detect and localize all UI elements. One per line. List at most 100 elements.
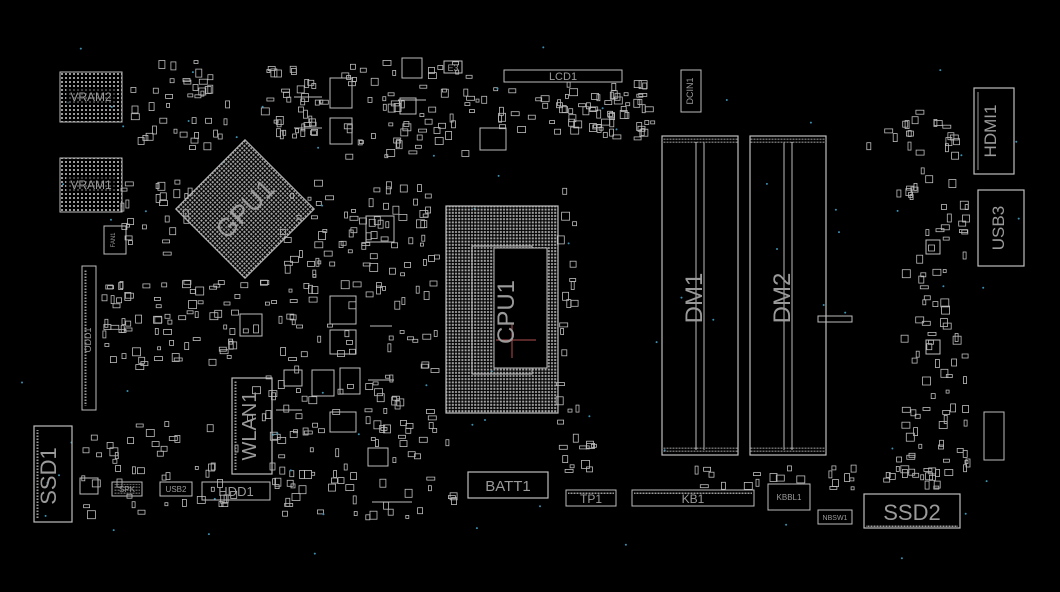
vram2-chip[interactable]: VRAM2 bbox=[59, 71, 123, 123]
smd-pad bbox=[370, 437, 376, 441]
ssd1-connector[interactable]: SSD1 bbox=[33, 425, 73, 523]
smd-pad bbox=[167, 319, 173, 325]
smd-pad bbox=[932, 301, 939, 308]
smd-pad bbox=[198, 78, 208, 85]
smd-pad bbox=[428, 67, 435, 74]
smd-pad bbox=[885, 471, 891, 478]
smd-pad bbox=[195, 286, 205, 296]
smd-pad bbox=[923, 467, 933, 472]
smd-pad bbox=[380, 236, 389, 242]
smd-pad bbox=[136, 467, 145, 475]
smd-pad bbox=[373, 216, 381, 226]
smd-pad bbox=[265, 410, 272, 420]
smd-pad bbox=[352, 495, 357, 505]
smd-pad bbox=[370, 77, 379, 86]
smd-pad bbox=[905, 188, 913, 197]
smd-pad bbox=[359, 217, 367, 225]
wlan1-connector[interactable]: WLAN1 bbox=[231, 377, 273, 475]
smd-pad bbox=[392, 205, 400, 215]
vram2-label: VRAM2 bbox=[70, 90, 112, 104]
smd-pad bbox=[247, 414, 254, 421]
smd-pad bbox=[168, 436, 178, 441]
smd-pad bbox=[935, 228, 945, 233]
smd-pad bbox=[452, 61, 460, 66]
smd-pad bbox=[229, 328, 236, 336]
usb2-connector[interactable]: USB2 bbox=[159, 481, 193, 497]
lcd1-connector[interactable]: LCD1 bbox=[503, 69, 623, 83]
smd-pad bbox=[418, 436, 428, 443]
smd-pad bbox=[329, 261, 336, 267]
e3-part[interactable]: E3 bbox=[443, 60, 463, 74]
tp1-connector[interactable]: TP1 bbox=[565, 489, 617, 507]
gpu1-chip[interactable]: GPU1 bbox=[174, 138, 316, 280]
smd-pad bbox=[915, 109, 925, 115]
smd-pad bbox=[285, 497, 291, 507]
smd-pad bbox=[394, 400, 401, 410]
cpu1-chip[interactable]: CPU1 bbox=[445, 205, 559, 414]
smd-pad bbox=[391, 242, 399, 249]
smd-pad bbox=[933, 480, 941, 489]
smd-pad bbox=[510, 111, 520, 117]
batt1-label: BATT1 bbox=[485, 478, 531, 495]
smd-pad bbox=[240, 282, 249, 289]
smd-pad bbox=[194, 311, 199, 319]
smd-pad bbox=[387, 343, 392, 353]
via bbox=[112, 529, 115, 532]
fan1-connector[interactable]: FAN1 bbox=[103, 225, 127, 255]
smd-pad bbox=[266, 97, 275, 102]
batt1-connector[interactable]: BATT1 bbox=[467, 471, 549, 499]
smd-pad bbox=[403, 121, 410, 127]
smd-pad bbox=[220, 494, 228, 504]
smd-pad bbox=[633, 80, 642, 88]
smd-pad bbox=[602, 132, 608, 138]
smd-pad bbox=[924, 480, 930, 490]
smd-pad bbox=[620, 106, 627, 112]
smd-pad bbox=[475, 98, 480, 103]
smd-pad bbox=[611, 83, 617, 91]
hdd1-connector[interactable]: HDD1 bbox=[201, 481, 271, 501]
smd-pad bbox=[906, 130, 914, 137]
smd-pad bbox=[383, 407, 388, 414]
tp1-label: TP1 bbox=[580, 492, 602, 506]
smd-pad bbox=[301, 93, 309, 102]
smd-pad bbox=[288, 357, 298, 362]
smd-pad bbox=[124, 181, 134, 187]
smd-pad bbox=[308, 396, 318, 405]
smd-pad bbox=[82, 447, 90, 454]
smd-pad bbox=[920, 272, 927, 278]
smd-pad bbox=[385, 181, 392, 190]
via bbox=[122, 125, 125, 128]
smd-pad bbox=[400, 128, 409, 137]
smd-pad bbox=[420, 220, 428, 229]
via bbox=[44, 514, 47, 517]
smd-pad bbox=[369, 253, 378, 260]
smd-pad bbox=[282, 510, 288, 517]
smd-pad bbox=[383, 424, 391, 434]
smd-pad bbox=[319, 99, 324, 104]
usb3-connector[interactable]: USB3 bbox=[977, 189, 1025, 267]
smd-pad bbox=[390, 100, 400, 107]
smd-pad bbox=[561, 349, 568, 357]
dcin1-connector[interactable]: DCIN1 bbox=[680, 69, 702, 113]
via bbox=[838, 231, 840, 234]
kb1-connector[interactable]: KB1 bbox=[631, 489, 755, 507]
smd-pad bbox=[210, 486, 215, 492]
ssd2-connector[interactable]: SSD2 bbox=[863, 493, 961, 529]
smd-pad bbox=[279, 466, 286, 475]
dm1-slot[interactable]: DM1 bbox=[661, 135, 739, 456]
smd-pad bbox=[182, 78, 191, 82]
smd-pad bbox=[922, 299, 927, 306]
dm2-slot[interactable]: DM2 bbox=[749, 135, 853, 456]
smd-pad bbox=[633, 98, 641, 108]
vram1-chip[interactable]: VRAM1 bbox=[59, 157, 123, 213]
smd-pad bbox=[297, 106, 304, 113]
odd1-connector[interactable]: ODD1 bbox=[81, 265, 97, 411]
spk-connector[interactable]: SPK bbox=[111, 481, 143, 497]
smd-pad bbox=[466, 95, 476, 101]
nbsw1-switch[interactable]: NBSW1 bbox=[817, 509, 853, 525]
kbbl1-connector[interactable]: KBBL1 bbox=[767, 483, 811, 511]
smd-pad bbox=[120, 324, 125, 333]
hdmi1-connector[interactable]: HDMI1 bbox=[973, 87, 1015, 175]
smd-pad bbox=[301, 395, 308, 402]
smd-pad bbox=[942, 322, 952, 330]
